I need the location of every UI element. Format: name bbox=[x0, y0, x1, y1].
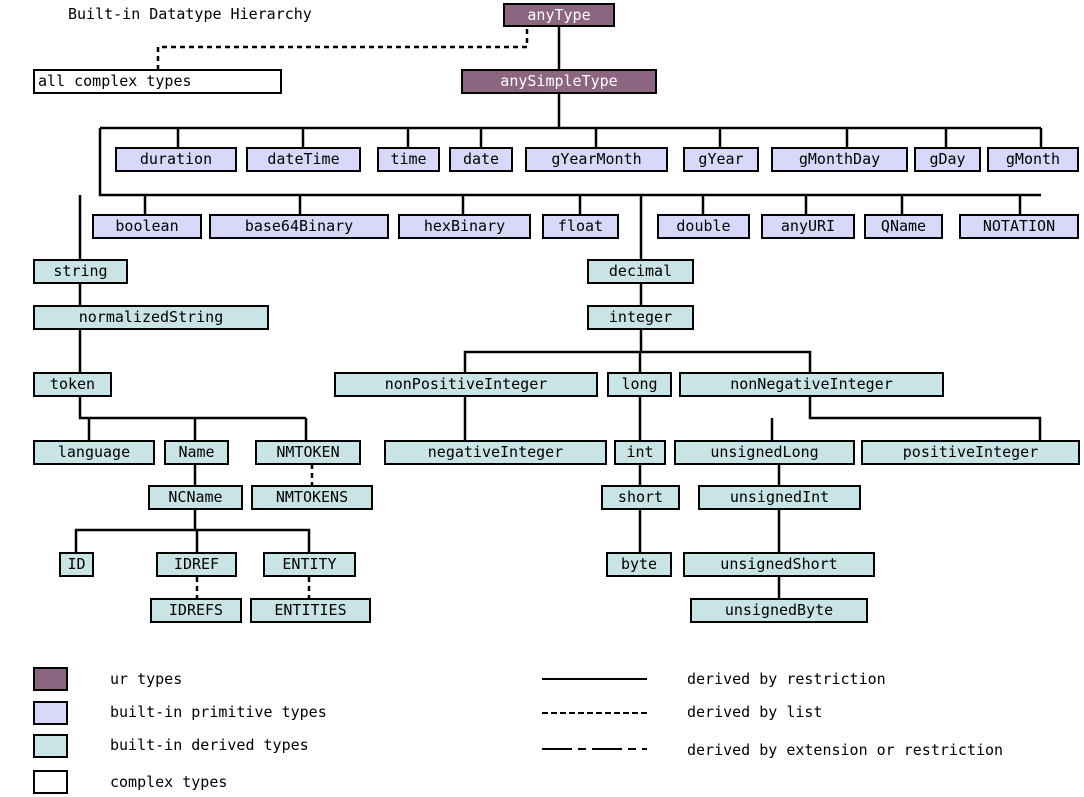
node-long: long bbox=[607, 372, 672, 397]
node-notation: NOTATION bbox=[959, 214, 1079, 239]
node-anyuri: anyURI bbox=[761, 214, 855, 239]
node-int: int bbox=[614, 440, 666, 465]
node-integer: integer bbox=[587, 305, 694, 330]
legend-swatch-primitive bbox=[33, 701, 68, 725]
node-anytype: anyType bbox=[503, 3, 615, 27]
node-base64binary: base64Binary bbox=[209, 214, 389, 239]
legend-label-list: derived by list bbox=[687, 703, 823, 721]
legend-label-extension: derived by extension or restriction bbox=[687, 741, 1004, 759]
node-gday: gDay bbox=[914, 147, 981, 172]
node-token: token bbox=[33, 372, 112, 397]
node-gmonth: gMonth bbox=[987, 147, 1079, 172]
node-double: double bbox=[657, 214, 750, 239]
node-nonnegativeinteger: nonNegativeInteger bbox=[679, 372, 944, 397]
legend-label-ur: ur types bbox=[110, 670, 183, 688]
node-id: ID bbox=[59, 552, 94, 577]
node-normalizedstring: normalizedString bbox=[33, 305, 269, 330]
node-anysimpletype: anySimpleType bbox=[461, 69, 657, 94]
diagram-title: Built-in Datatype Hierarchy bbox=[68, 5, 312, 23]
node-datetime: dateTime bbox=[246, 147, 361, 172]
node-short: short bbox=[601, 485, 680, 510]
legend-label-primitive: built-in primitive types bbox=[110, 703, 327, 721]
node-gyearmonth: gYearMonth bbox=[525, 147, 668, 172]
node-gmonthday: gMonthDay bbox=[771, 147, 908, 172]
node-name: Name bbox=[164, 440, 229, 465]
node-nonpositiveinteger: nonPositiveInteger bbox=[334, 372, 598, 397]
node-idref: IDREF bbox=[156, 552, 237, 577]
node-qname: QName bbox=[864, 214, 943, 239]
node-string: string bbox=[33, 259, 128, 284]
node-idrefs: IDREFS bbox=[150, 598, 242, 623]
node-entities: ENTITIES bbox=[250, 598, 371, 623]
node-byte: byte bbox=[606, 552, 672, 577]
node-ncname: NCName bbox=[148, 485, 243, 510]
node-positiveinteger: positiveInteger bbox=[861, 440, 1080, 465]
node-decimal: decimal bbox=[587, 259, 694, 284]
node-duration: duration bbox=[115, 147, 237, 172]
node-hexbinary: hexBinary bbox=[398, 214, 531, 239]
node-unsignedint: unsignedInt bbox=[698, 485, 861, 510]
legend-swatch-derived bbox=[33, 734, 68, 758]
legend-swatch-complex bbox=[33, 770, 68, 794]
node-date: date bbox=[449, 147, 513, 172]
node-negativeinteger: negativeInteger bbox=[384, 440, 607, 465]
node-nmtoken: NMTOKEN bbox=[255, 440, 361, 465]
node-unsignedlong: unsignedLong bbox=[674, 440, 855, 465]
node-time: time bbox=[377, 147, 440, 172]
node-entity: ENTITY bbox=[263, 552, 356, 577]
node-nmtokens: NMTOKENS bbox=[251, 485, 373, 510]
node-float: float bbox=[542, 214, 619, 239]
node-gyear: gYear bbox=[683, 147, 759, 172]
legend-swatch-ur bbox=[33, 667, 68, 691]
node-language: language bbox=[33, 440, 155, 465]
legend-label-complex: complex types bbox=[110, 773, 228, 791]
legend-label-restriction: derived by restriction bbox=[687, 670, 886, 688]
node-all-complex-types: all complex types bbox=[33, 69, 282, 94]
node-boolean: boolean bbox=[92, 214, 202, 239]
legend-label-derived: built-in derived types bbox=[110, 736, 309, 754]
node-unsignedshort: unsignedShort bbox=[683, 552, 875, 577]
node-unsignedbyte: unsignedByte bbox=[690, 598, 868, 623]
